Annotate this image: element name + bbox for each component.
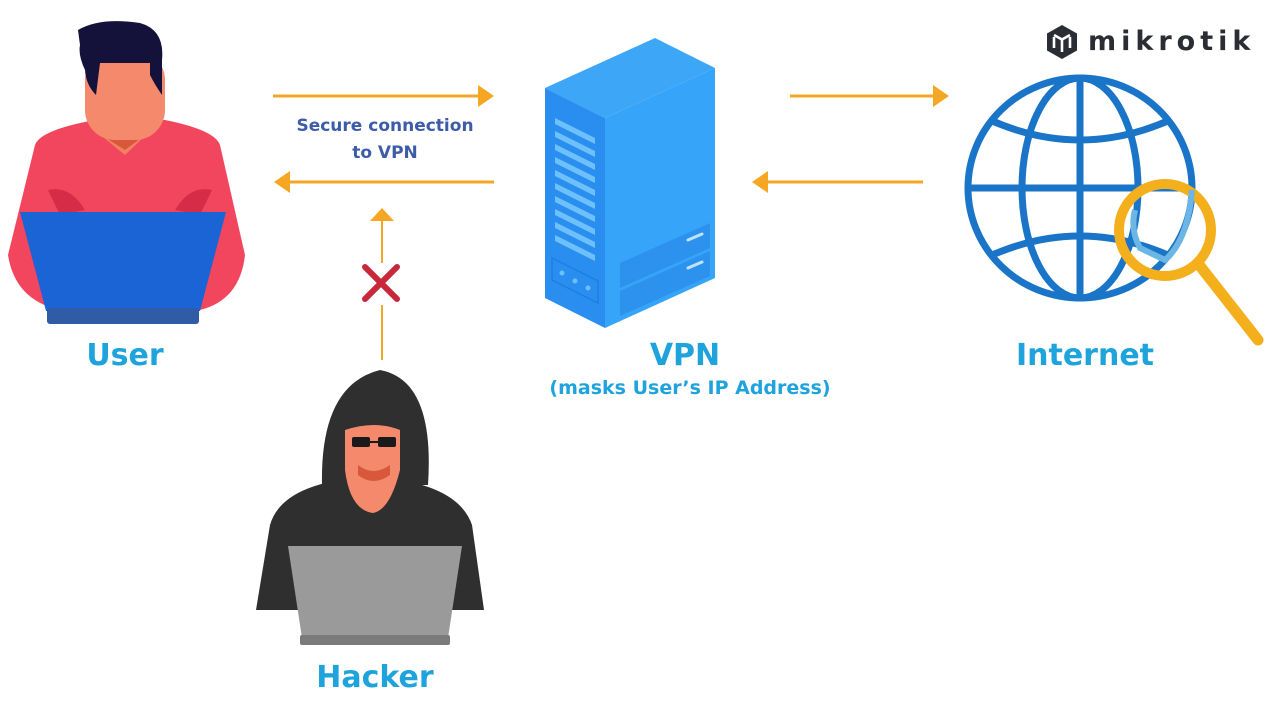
mikrotik-cube-icon — [1047, 25, 1077, 59]
vpn-sublabel: (masks User’s IP Address) — [549, 377, 831, 399]
server-tower-icon — [545, 38, 715, 328]
arrow-right-icon — [790, 85, 949, 107]
arrow-right-icon — [273, 85, 494, 107]
vpn-label: VPN — [649, 338, 721, 373]
user-label: User — [86, 338, 164, 373]
magnifier-icon — [1114, 179, 1264, 346]
brand-name: mikrotik — [1088, 26, 1256, 57]
hooded-hacker-with-laptop-icon — [256, 370, 484, 645]
blocked-x-icon — [362, 264, 400, 302]
user-with-laptop-icon — [8, 21, 245, 324]
hacker-attempt-arrow — [362, 208, 400, 360]
arrow-left-icon — [752, 171, 922, 193]
internet-label: Internet — [1015, 338, 1155, 373]
arrow-left-icon — [274, 171, 494, 193]
globe-with-magnifier-icon — [964, 74, 1264, 346]
arrow-up-icon — [370, 208, 394, 221]
hacker-label: Hacker — [316, 660, 434, 695]
user-vpn-arrows — [273, 85, 494, 193]
secure-connection-caption: Secure connection to VPN — [296, 116, 474, 163]
